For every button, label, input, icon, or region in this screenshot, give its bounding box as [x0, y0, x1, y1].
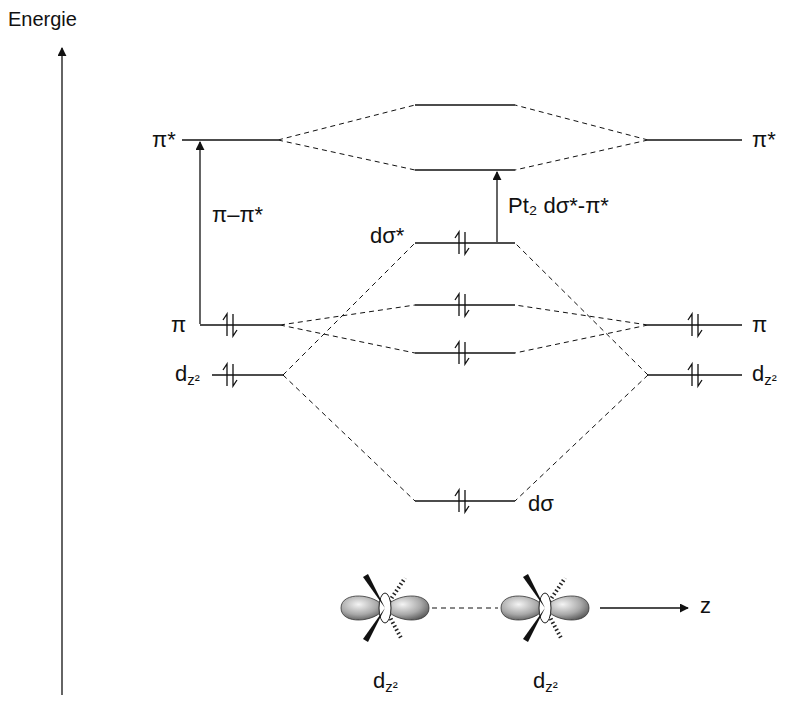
transition-arrow	[199, 142, 200, 324]
orbital-label: dz²	[752, 362, 777, 389]
correlation-line	[278, 105, 415, 140]
energy-axis	[61, 48, 62, 695]
electron-down	[465, 294, 469, 316]
overlap-line	[432, 608, 498, 609]
energy-level	[648, 324, 742, 325]
electron-up	[223, 314, 227, 336]
axis-label: Energie	[8, 8, 77, 30]
energy-level	[648, 139, 742, 140]
orbital-label: π*	[152, 128, 176, 152]
electron-down	[465, 342, 469, 364]
energy-level	[415, 169, 515, 170]
electron-down	[698, 364, 702, 386]
correlation-line	[280, 325, 415, 353]
orbital-label: π*	[752, 128, 776, 152]
electron-up	[455, 342, 459, 364]
electron-down	[465, 490, 469, 512]
orbital-label: dz²	[533, 669, 558, 696]
dz2-orbital	[501, 574, 589, 642]
electron-up	[455, 294, 459, 316]
correlation-line	[283, 243, 415, 375]
energy-level	[648, 374, 742, 375]
electron-up	[455, 490, 459, 512]
energy-level	[415, 104, 515, 105]
correlation-line	[515, 305, 648, 325]
orbital-label: π	[171, 313, 186, 337]
orbital-label: dz²	[373, 669, 398, 696]
dz2-orbital	[341, 574, 429, 642]
electron-down	[698, 314, 702, 336]
orbital-label: z	[700, 594, 711, 618]
orbital-label: dσ	[528, 492, 554, 516]
correlation-line	[515, 140, 648, 170]
correlation-line	[280, 305, 415, 325]
electron-down	[465, 232, 469, 254]
orbital-label: dz²	[175, 362, 200, 389]
orbital-label: π–π*	[212, 203, 263, 227]
correlation-line	[515, 243, 648, 375]
correlation-line	[515, 375, 648, 501]
electron-down	[233, 364, 237, 386]
orbital-label: dσ*	[370, 224, 404, 248]
correlation-line	[283, 375, 415, 501]
correlation-line	[278, 140, 415, 170]
electron-up	[688, 314, 692, 336]
correlation-line	[515, 105, 648, 140]
energy-level	[182, 139, 278, 140]
electron-down	[233, 314, 237, 336]
electron-up	[223, 364, 227, 386]
orbital-label: π	[752, 313, 767, 337]
electron-up	[455, 232, 459, 254]
electron-up	[688, 364, 692, 386]
orbital-label: Pt₂ dσ*-π*	[508, 194, 609, 218]
transition-arrow	[496, 172, 497, 242]
energy-level	[212, 374, 283, 375]
correlation-line	[515, 325, 648, 353]
energy-level	[200, 324, 280, 325]
z-axis-arrow	[600, 607, 688, 608]
